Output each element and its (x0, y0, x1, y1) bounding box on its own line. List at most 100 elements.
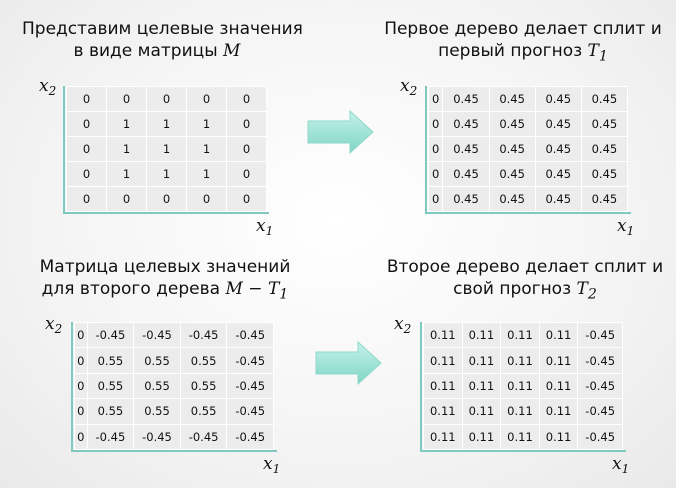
x-axis (63, 212, 269, 214)
matrix-cell: 0 (146, 86, 187, 112)
matrix-cell: 0 (74, 398, 88, 425)
matrix-cell: 0.11 (423, 321, 463, 349)
matrix-cell: 0.55 (179, 347, 228, 374)
matrix-cell: 0 (106, 186, 147, 212)
matrix-cell: 0 (66, 186, 107, 212)
matrix-cell: 0.11 (500, 372, 540, 400)
matrix-cell: 0.11 (423, 398, 463, 425)
matrix-cell: 0.45 (488, 186, 536, 212)
matrix-cell: 0.45 (534, 161, 582, 187)
panel-title-first-tree: Первое дерево делает сплит и первый прог… (378, 18, 668, 67)
matrix-cell: 0 (66, 111, 107, 137)
matrix-cell: 0 (226, 136, 267, 162)
matrix-cell: 0.45 (580, 186, 629, 212)
y-axis (71, 322, 73, 452)
title-line-2: первый прогноз T1 (438, 41, 608, 65)
y-axis-label: x2 (39, 76, 57, 98)
matrix-cell: 0 (186, 186, 227, 212)
matrix-cell: 0.55 (86, 347, 135, 374)
matrix-cell: 0.55 (133, 347, 181, 374)
matrix-cell: 0.55 (86, 398, 135, 425)
panel-title-residual: Матрица целевых значений для второго дер… (30, 256, 300, 305)
matrix-cell: 1 (106, 161, 147, 187)
matrix-cell: 0 (226, 86, 267, 112)
matrix-cell: 0.45 (580, 161, 629, 187)
matrix-cell: 0.45 (488, 161, 536, 187)
matrix-cell: 0.11 (461, 423, 502, 451)
matrix-cell: 0.11 (461, 347, 502, 374)
matrix-cell: 1 (106, 111, 147, 137)
matrix-cell: 0.11 (461, 398, 502, 425)
matrix-cell: 0.11 (538, 321, 579, 349)
matrix-cell: 1 (186, 111, 227, 137)
title-line-2: свой прогноз T2 (453, 279, 597, 303)
matrix-cell: 0.45 (488, 136, 536, 162)
matrix-cell: 0 (66, 86, 107, 112)
matrix-cell: 0.45 (442, 186, 490, 212)
matrix-cell: 0.55 (179, 398, 228, 425)
matrix-cell: 1 (146, 111, 187, 137)
matrix-row: 0-0.45-0.45-0.45-0.45 (74, 321, 274, 349)
matrix-cell: 0.11 (461, 372, 502, 400)
matrix-cell: 0.11 (538, 423, 579, 451)
matrix-cell: 0 (66, 161, 107, 187)
title-symbol: M − T (225, 279, 280, 299)
matrix-cell: 0.11 (423, 347, 463, 374)
title-line-1: Второе дерево делает сплит и (386, 257, 664, 277)
matrix-cell: -0.45 (577, 321, 623, 349)
matrix-cell: -0.45 (577, 423, 623, 451)
matrix-cell: 0 (106, 86, 147, 112)
x-axis-label: x1 (256, 216, 274, 238)
matrix-cell: -0.45 (86, 321, 135, 349)
matrix-cell: -0.45 (133, 321, 181, 349)
y-axis-label: x2 (394, 314, 412, 336)
panel-title-second-tree: Второе дерево делает сплит и свой прогно… (385, 256, 665, 305)
matrix-cell: 0.11 (500, 398, 540, 425)
matrix-cell: 0.11 (538, 372, 579, 400)
matrix-cell: 0 (66, 136, 107, 162)
matrix-cell: 0.55 (86, 372, 135, 400)
y-axis-label: x2 (400, 76, 418, 98)
matrix-cell: 0.11 (500, 423, 540, 451)
title-line-1: Первое дерево делает сплит и (384, 19, 662, 39)
matrix-cell: -0.45 (179, 423, 228, 451)
matrix-cell: 0.55 (179, 372, 228, 400)
matrix-cell: 0 (226, 186, 267, 212)
matrix-cell: -0.45 (226, 398, 274, 425)
matrix-cell: 0.45 (534, 111, 582, 137)
y-axis-label: x2 (45, 314, 63, 336)
matrix-cell: 0.11 (423, 423, 463, 451)
panel-title-original: Представим целевые значения в виде матри… (22, 18, 303, 67)
title-line-1: Представим целевые значения (22, 19, 303, 39)
x-axis-label: x1 (617, 216, 635, 238)
matrix-cell: -0.45 (226, 321, 274, 349)
matrix-cell: -0.45 (226, 372, 274, 400)
matrix-cell: 0.45 (580, 86, 629, 112)
matrix-cell: 0.11 (461, 321, 502, 349)
matrix-cell: 0.11 (423, 372, 463, 400)
matrix-cell: 0.45 (442, 161, 490, 187)
matrix-cell: 1 (146, 161, 187, 187)
matrix-cell: 1 (186, 136, 227, 162)
y-axis (63, 86, 65, 214)
matrix-cell: 0 (74, 423, 88, 451)
x-axis (71, 450, 277, 452)
title-line-1: Матрица целевых значений (39, 257, 291, 277)
matrix-cell: 0.45 (488, 86, 536, 112)
matrix-cell: -0.45 (133, 423, 181, 451)
